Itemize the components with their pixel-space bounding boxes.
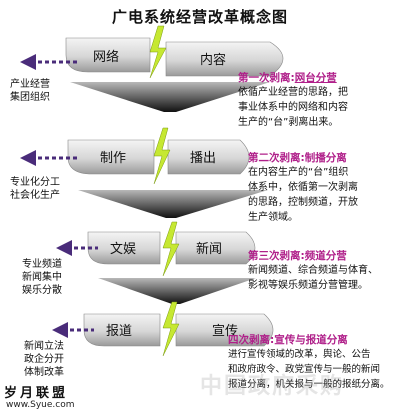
site-logo: 岁月联盟 [4, 386, 69, 401]
down-arrow-3 [98, 278, 256, 304]
down-arrow-1 [70, 82, 270, 112]
stage-3-left-pill-text: 文娱 [110, 242, 136, 257]
stage-2-right-pill-text: 播出 [190, 151, 216, 166]
stage-3-right-pill-text: 新闻 [196, 241, 222, 257]
stage-3-lightning-icon [162, 221, 180, 277]
stage-3-title: 第三次剥离:频道分营 [248, 250, 347, 262]
stage-4-title: 四次剥离:宣传与报道分离 [228, 334, 348, 346]
stage-4-description: 进行宣传领域的改革，舆论、公告 和政府政令、政党宣传与一般的新闻 报道分离，机关… [228, 349, 390, 390]
stage-2-description: 在内容生产的“台”组织 体系中，依循第一次剥离 的思路，控制频道，开放 生产领域… [248, 167, 358, 223]
stage-4-pill-group: 报道 宣传 [52, 301, 274, 357]
stage-1-left-label: 产业经营 集团组织 [10, 79, 50, 103]
stage-1-text-block: 第一次剥离:网台分营 依循产业经营的思路，把 事业体系中的网络和内容 生产的“台… [238, 70, 398, 130]
stage-1-right-pill-text: 内容 [200, 52, 226, 68]
diagram-title: 广电系统经营改革概念图 [111, 8, 288, 26]
stage-2-left-label: 专业化分工 社会化生产 [10, 177, 60, 201]
stage-3-right-pill [175, 231, 256, 265]
stage-1-lightning-icon [149, 25, 167, 79]
stage-2-title: 第二次剥离:制播分离 [248, 152, 347, 164]
stage-4-left-label: 新闻立法 政企分开 体制改革 [24, 341, 64, 378]
stage-4-left-arrow-icon [52, 322, 94, 338]
stage-2-left-arrow-icon [20, 150, 80, 166]
stage-4-right-pill [175, 313, 274, 347]
stage-1-pill-group: 网络 内容 [20, 25, 284, 79]
stage-2-left-pill-text: 制作 [100, 151, 126, 166]
stage-3-pill-group: 文娱 新闻 [56, 221, 256, 277]
stage-3-description: 新闻频道、综合频道与体育、 影视等娱乐频道分营管理。 [248, 265, 378, 291]
stage-2-text-block: 第二次剥离:制播分离 在内容生产的“台”组织 体系中，依循第一次剥离 的思路，控… [248, 150, 398, 225]
stage-4-lightning-icon [162, 301, 180, 357]
stage-1-right-pill [165, 41, 284, 77]
stage-1-title: 第一次剥离:网台分营 [238, 72, 337, 84]
down-arrow-2 [78, 190, 268, 218]
stage-1-description: 依循产业经营的思路，把 事业体系中的网络和内容 生产的“台”剥离出来。 [238, 87, 348, 128]
stage-4-text-block: 四次剥离:宣传与报道分离 进行宣传领域的改革，舆论、公告 和政府政令、政党宣传与… [228, 332, 400, 392]
stage-1-left-pill-text: 网络 [93, 49, 119, 65]
site-logo-url: www.Syue.com [6, 400, 75, 410]
stage-2-right-pill [167, 139, 250, 175]
stage-3-left-arrow-icon [56, 240, 98, 256]
stage-2-lightning-icon [153, 127, 171, 185]
stage-3-text-block: 第三次剥离:频道分营 新闻频道、综合频道与体育、 影视等娱乐频道分营管理。 [248, 248, 400, 293]
stage-4-left-pill-text: 报道 [106, 324, 132, 339]
watermark: 中国政府采购 [200, 373, 345, 399]
stage-1-left-arrow-icon [20, 54, 78, 70]
stage-1-left-pill [65, 37, 151, 73]
stage-3-left-label: 专业频道 新闻集中 娱乐分散 [22, 259, 62, 296]
stage-4-right-pill-text: 宣传 [212, 323, 238, 339]
stage-2-pill-group: 制作 播出 [20, 127, 250, 185]
